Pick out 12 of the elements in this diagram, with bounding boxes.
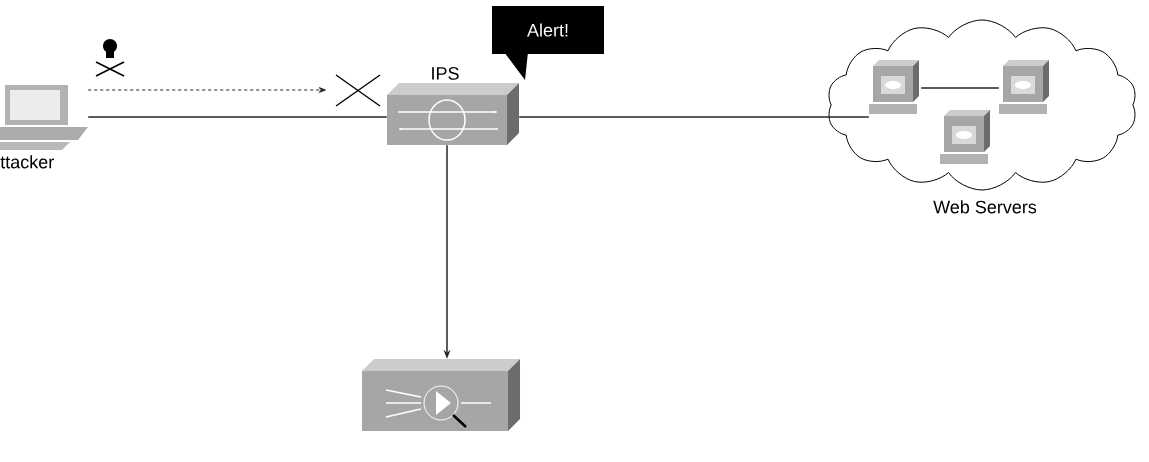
connector-line <box>87 116 388 118</box>
appliance-icon <box>362 359 520 431</box>
alert-callout: Alert! <box>492 6 604 80</box>
node-label: Web Servers <box>933 200 1037 214</box>
connector-line <box>920 87 1000 89</box>
connector-line <box>518 116 870 118</box>
cloud: Web Servers <box>828 19 1136 214</box>
node-label: IPS <box>432 67 459 80</box>
server-icon <box>869 60 919 114</box>
server-icon <box>940 110 990 164</box>
arrow <box>87 87 326 93</box>
server-icon <box>999 60 1049 114</box>
